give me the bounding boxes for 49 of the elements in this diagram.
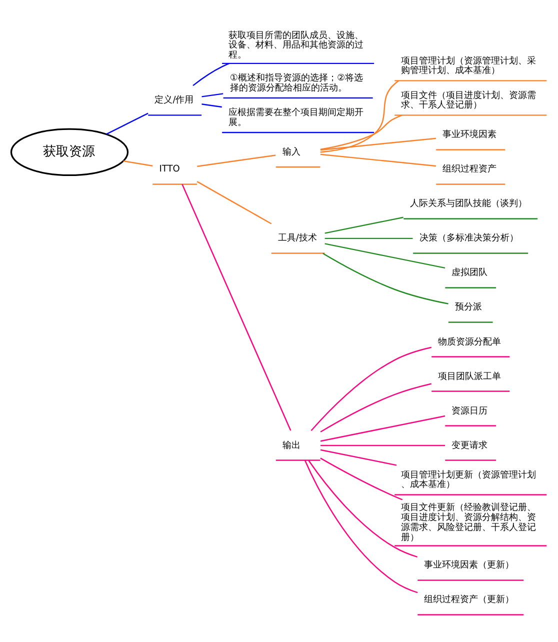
connector [196, 181, 272, 224]
connector [320, 383, 432, 432]
node-text: 人际关系与团队技能（谈判） [410, 199, 528, 210]
node-text: 项目管理计划更新（资源管理计划、成本基准） [401, 470, 536, 490]
connector [320, 154, 436, 167]
node-text: ①概述和指导资源的选择；②将选择的资源分配给相应的活动。 [230, 74, 364, 94]
node-text: 变更请求 [452, 440, 488, 451]
node-text: 项目管理计划（资源管理计划、采购管理计划、成本基准） [401, 56, 536, 76]
connector [310, 346, 432, 432]
node-text: ITTO [159, 164, 180, 175]
node-text: 工具/技术 [278, 234, 317, 244]
node-text: 项目文件更新（经验教训登记册、项目进度计划、资源分解结构、资源需求、风险登记册、干系人登记册） [401, 503, 536, 543]
connector [197, 154, 276, 167]
node-text: 项目文件（项目进度计划、资源需求、干系人登记册） [401, 90, 536, 111]
connector [192, 62, 230, 86]
connector [320, 444, 445, 446]
node-text: 项目团队派工单 [438, 372, 502, 382]
connector [322, 252, 448, 304]
node-text: 资源日历 [452, 406, 488, 416]
node-text: 应根据需要在整个项目期间定期开展。 [228, 108, 364, 128]
node-text: 物质资源分配单 [438, 337, 502, 348]
node-text: 获取项目所需的团队成员、设施、设备、材料、用品和其他资源的过程。 [228, 30, 364, 61]
node-text: 虚拟团队 [452, 268, 488, 278]
connector [202, 93, 224, 98]
connector [324, 243, 446, 269]
connector [304, 460, 418, 594]
node-text: 输入 [282, 147, 300, 158]
node-text: 预分派 [454, 302, 482, 313]
connector [202, 104, 222, 108]
connector [324, 216, 404, 234]
connector [182, 184, 292, 431]
connector [320, 458, 403, 500]
connector [123, 160, 153, 166]
node-text: 组织过程资产（更新） [424, 595, 514, 606]
node-text: 输出 [282, 440, 300, 451]
connector [320, 415, 446, 442]
connector [324, 238, 413, 240]
node-text: 组织过程资产 [442, 164, 497, 175]
connector [320, 449, 397, 466]
connector [106, 112, 148, 135]
connector [320, 80, 400, 153]
connector [308, 460, 418, 558]
node-text: 事业环境因素 [442, 130, 497, 140]
node-ellipse: 获取资源 [10, 128, 129, 176]
connector [320, 114, 402, 150]
connector [320, 138, 436, 151]
node-text: 事业环境因素（更新） [424, 560, 514, 571]
node-text: 定义/作用 [154, 96, 194, 106]
node-text: 决策（多标准决策分析） [420, 234, 519, 244]
